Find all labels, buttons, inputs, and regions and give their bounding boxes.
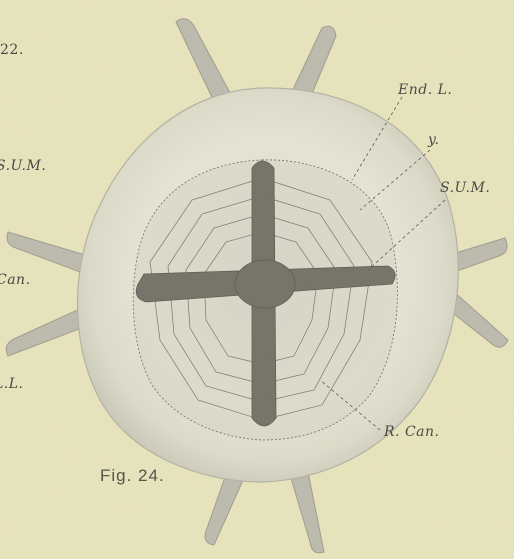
label-r-can: R. Can. bbox=[384, 424, 439, 440]
label-y: y. bbox=[428, 132, 440, 148]
label-edge-number: 22. bbox=[0, 42, 24, 58]
label-edge-sum: S.U.M. bbox=[0, 158, 46, 174]
label-end-l: End. L. bbox=[398, 82, 452, 98]
figure-caption: Fig. 24. bbox=[100, 466, 165, 486]
label-s-u-m: S.U.M. bbox=[440, 180, 490, 196]
label-edge-ll: L.L. bbox=[0, 376, 24, 392]
label-edge-can: Can. bbox=[0, 272, 31, 288]
